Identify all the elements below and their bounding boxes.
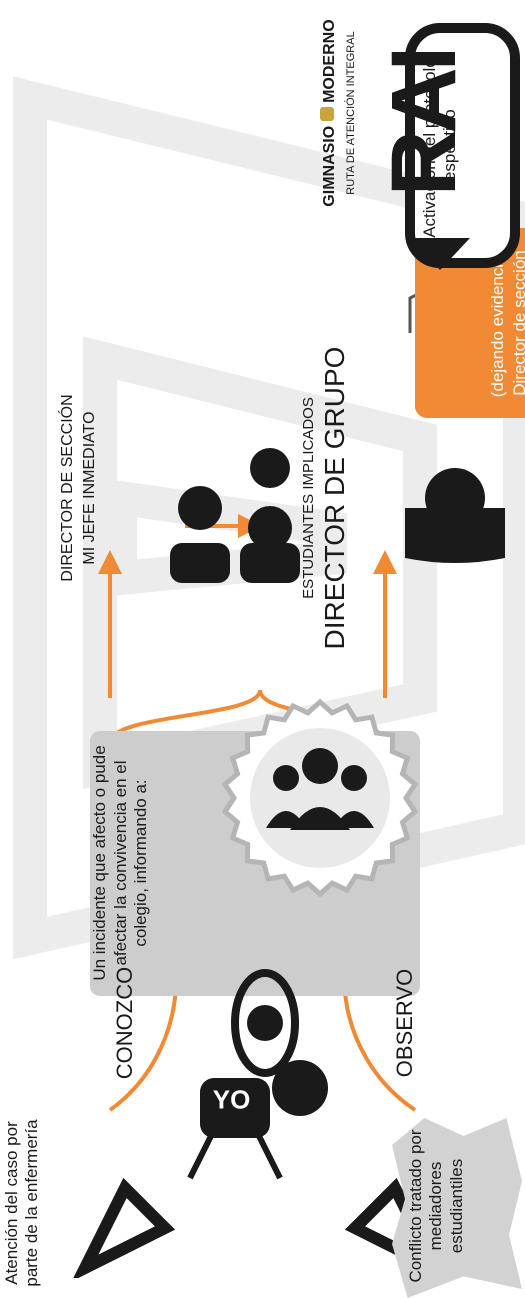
seal-inner [250,728,390,868]
jefe-line2: DIRECTOR DE SECCIÓN [59,394,76,582]
people-pair-icon [170,448,300,583]
rai-title: RAI [373,49,475,197]
director-grupo-title: DIRECTOR DE GRUPO [319,346,350,650]
person-feet-icon [71,1177,449,1278]
mediators-text: Conflicto tratado por mediadores estudia… [406,1129,466,1283]
protocol-bubble-icon [405,23,520,270]
school-shield-icon [320,107,334,122]
conozco-label: CONOZCO [112,966,137,1080]
person-icon [405,468,505,563]
rai-subtitle: RUTA DE ATENCIÓN INTEGRAL [345,31,357,195]
yo-person-icon [187,1060,328,1180]
jefe-line1: MI JEFE INMEDIATO [81,411,98,565]
seal-badge-icon [221,698,419,898]
observo-label: OBSERVO [392,968,417,1078]
group-of-people-icon [266,748,374,830]
yo-label: YO [212,1084,251,1115]
school-left: GIMNASIO [321,125,338,207]
school-name: GIMNASIO MODERNO [320,18,339,208]
nursery-text: Atención del caso por parte de la enferm… [2,1119,42,1287]
eye-icon [231,969,299,1077]
school-right: MODERNO [321,19,338,103]
